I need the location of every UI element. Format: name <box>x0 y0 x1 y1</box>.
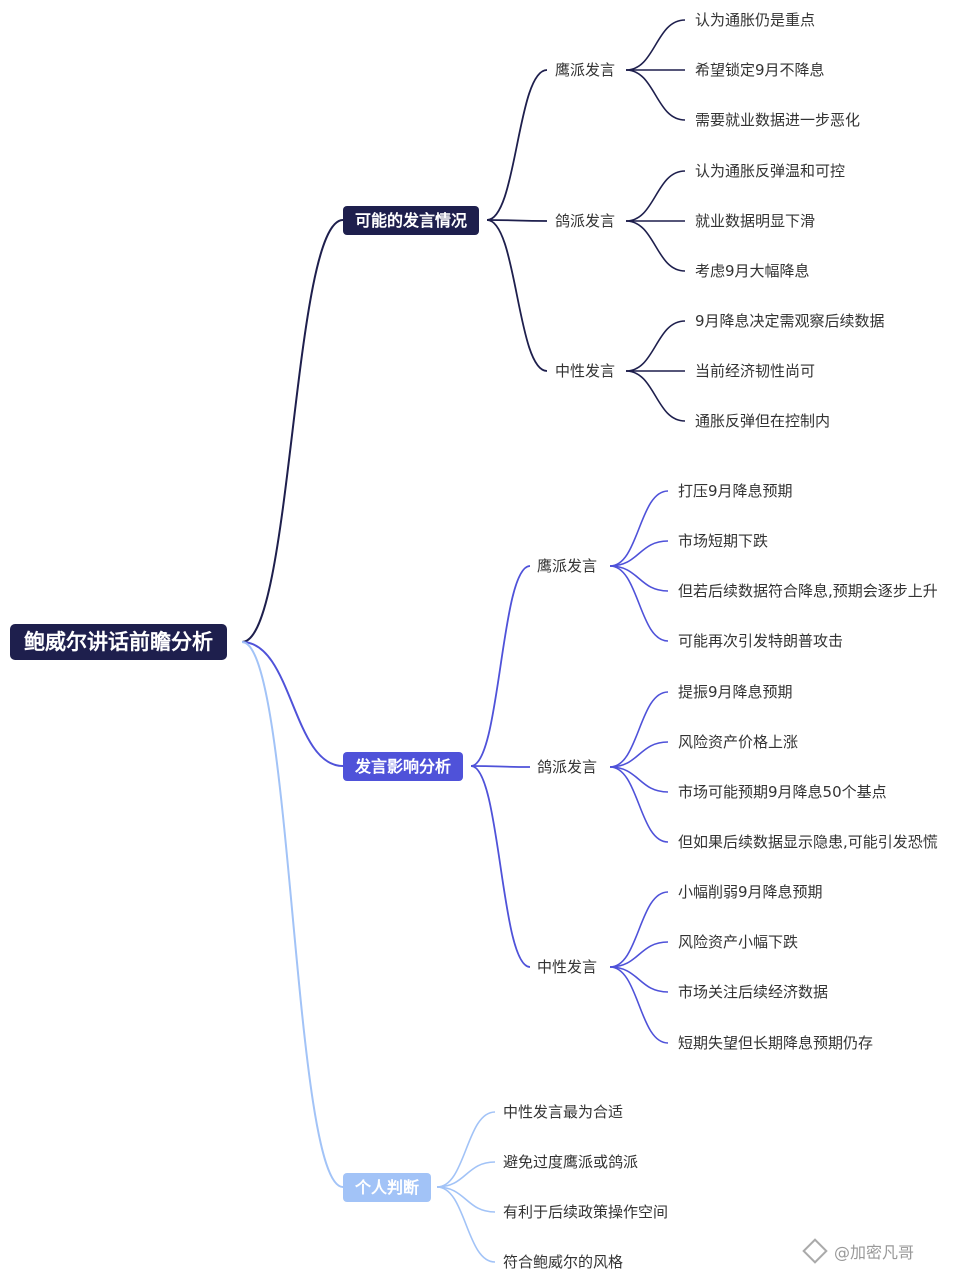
connector-line <box>241 641 344 1188</box>
logo-icon <box>802 1238 828 1264</box>
connector-line <box>486 219 548 372</box>
leaf: 小幅削弱9月降息预期 <box>678 883 823 901</box>
connector-line <box>609 766 669 843</box>
watermark-text: @加密凡哥 <box>834 1243 915 1262</box>
connector-line <box>609 766 669 793</box>
sub-b1-hawkish[interactable]: 鹰派发言 <box>555 61 616 79</box>
connector-line <box>625 220 686 272</box>
connector-line <box>609 941 669 968</box>
leaf: 风险资产小幅下跌 <box>678 933 799 951</box>
connector-line <box>241 641 344 767</box>
leaf: 市场短期下跌 <box>678 532 769 550</box>
connector-line <box>625 320 686 372</box>
connector-line <box>625 69 686 121</box>
branch-impact-analysis[interactable]: 发言影响分析 <box>343 752 464 781</box>
connector-line <box>486 69 548 221</box>
sub-b2-hawkish[interactable]: 鹰派发言 <box>537 557 598 575</box>
watermark: @加密凡哥 <box>802 1238 915 1264</box>
leaf: 符合鲍威尔的风格 <box>503 1253 624 1271</box>
connector-line <box>436 1161 496 1188</box>
leaf: 认为通胀反弹温和可控 <box>695 162 846 180</box>
connector-line <box>609 741 669 768</box>
leaf: 避免过度鹰派或鸽派 <box>503 1153 639 1171</box>
leaf: 通胀反弹但在控制内 <box>695 412 831 430</box>
connector-line <box>436 1186 496 1263</box>
connector-line <box>609 490 669 567</box>
leaf: 当前经济韧性尚可 <box>695 362 816 380</box>
connector-line <box>470 765 531 968</box>
connector-line <box>609 966 669 1044</box>
connector-line <box>470 765 531 768</box>
root-node[interactable]: 鲍威尔讲话前瞻分析 <box>10 624 227 660</box>
leaf: 中性发言最为合适 <box>503 1103 624 1121</box>
leaf: 9月降息决定需观察后续数据 <box>695 312 885 330</box>
branch-personal-judgment[interactable]: 个人判断 <box>343 1173 432 1202</box>
connector-line <box>436 1111 496 1188</box>
leaf: 但若后续数据符合降息,预期会逐步上升 <box>678 582 938 600</box>
connector-line <box>486 219 548 222</box>
connector-line <box>470 565 531 767</box>
connector-line <box>625 370 686 422</box>
leaf: 风险资产价格上涨 <box>678 733 799 751</box>
leaf: 市场可能预期9月降息50个基点 <box>678 783 887 801</box>
connector-line <box>625 170 686 222</box>
leaf: 需要就业数据进一步恶化 <box>695 111 861 129</box>
connector-line <box>609 540 669 567</box>
branch-possible-statements[interactable]: 可能的发言情况 <box>343 206 480 235</box>
sub-b2-dovish[interactable]: 鸽派发言 <box>537 758 598 776</box>
leaf: 就业数据明显下滑 <box>695 212 816 230</box>
connector-line <box>436 1186 496 1213</box>
leaf: 认为通胀仍是重点 <box>695 11 816 29</box>
sub-b1-dovish[interactable]: 鸽派发言 <box>555 212 616 230</box>
sub-b2-neutral[interactable]: 中性发言 <box>537 958 598 976</box>
leaf: 有利于后续政策操作空间 <box>503 1203 669 1221</box>
connector-line <box>609 966 669 993</box>
leaf: 市场关注后续经济数据 <box>678 983 829 1001</box>
connector-line <box>625 19 686 71</box>
sub-b1-neutral[interactable]: 中性发言 <box>555 362 616 380</box>
connector-line <box>609 691 669 768</box>
leaf: 可能再次引发特朗普攻击 <box>678 632 844 650</box>
connector-line <box>609 565 669 592</box>
connector-line <box>609 891 669 968</box>
leaf: 打压9月降息预期 <box>678 482 793 500</box>
leaf: 提振9月降息预期 <box>678 683 793 701</box>
leaf: 希望锁定9月不降息 <box>695 61 825 79</box>
connector-line <box>609 565 669 642</box>
leaf: 考虑9月大幅降息 <box>695 262 810 280</box>
leaf: 但如果后续数据显示隐患,可能引发恐慌 <box>678 833 938 851</box>
leaf: 短期失望但长期降息预期仍存 <box>678 1034 874 1052</box>
connector-line <box>241 219 344 643</box>
